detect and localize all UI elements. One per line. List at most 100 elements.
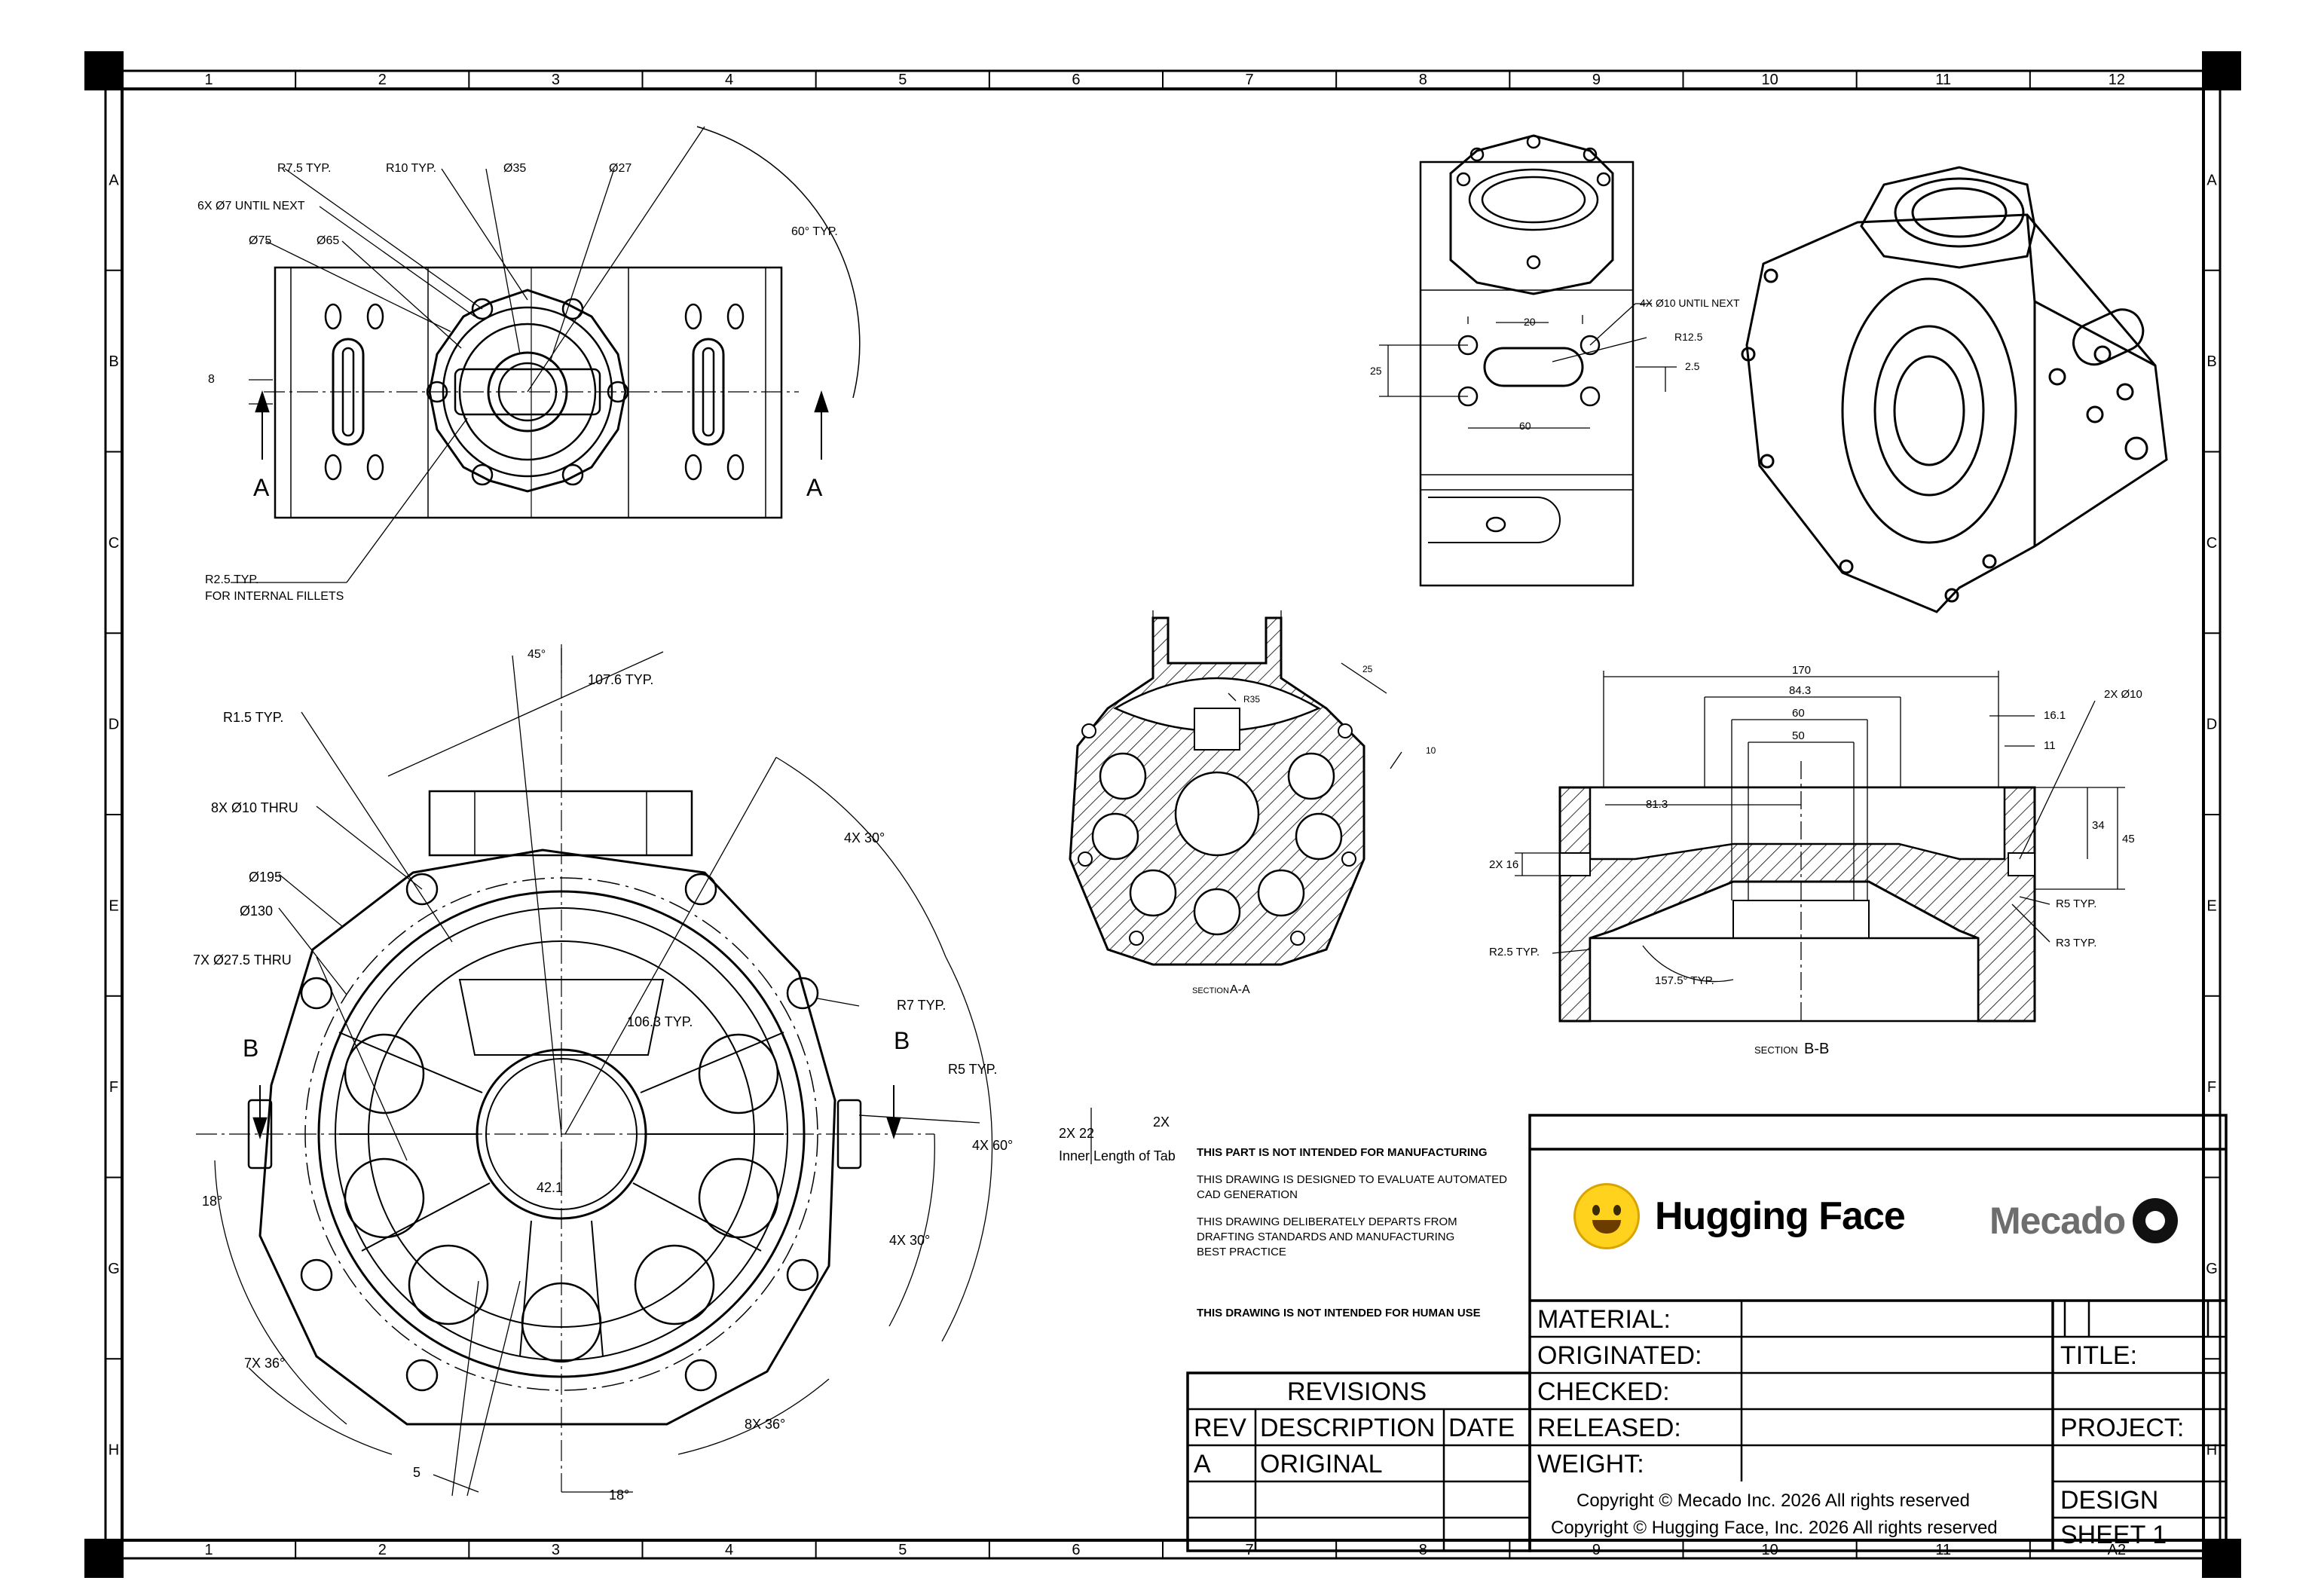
dim-2x-16: 2X 16 (1489, 858, 1518, 871)
dim-20: 20 (1524, 316, 1536, 328)
description-column-header: DESCRIPTION (1260, 1414, 1436, 1442)
section-aa-prefix: SECTION (1192, 986, 1229, 995)
dim-aa-10: 10 (1426, 745, 1436, 756)
dim-16-1: 16.1 (2044, 709, 2066, 722)
dim-4x-dia10: 4X Ø10 UNTIL NEXT (1640, 297, 1740, 309)
dim-34: 34 (2092, 819, 2105, 832)
note-not-for-manufacturing: THIS PART IS NOT INTENDED FOR MANUFACTUR… (1197, 1146, 1488, 1159)
note-not-for-human-use: THIS DRAWING IS NOT INTENDED FOR HUMAN U… (1197, 1307, 1481, 1319)
zone-col-top-6: 6 (1072, 72, 1080, 88)
dim-dia195: Ø195 (249, 870, 282, 885)
zone-row-left-C: C (109, 535, 119, 552)
zone-ticks (106, 71, 2220, 1558)
zone-col-top-7: 7 (1246, 72, 1254, 88)
zone-row-right-G: G (2206, 1261, 2218, 1277)
zone-col-bottom-3: 3 (552, 1542, 560, 1558)
top-view (231, 126, 861, 583)
dim-r12-5: R12.5 (1674, 331, 1703, 343)
dim-4x-60deg: 4X 60° (972, 1138, 1013, 1153)
zone-col-top-12: 12 (2109, 72, 2125, 88)
dim-42-1: 42.1 (537, 1180, 563, 1195)
dim-60: 60 (1519, 420, 1531, 432)
dim-106-3: 106.3 TYP. (627, 1014, 693, 1029)
label-project: PROJECT: (2060, 1414, 2185, 1442)
label-title: TITLE: (2060, 1341, 2138, 1370)
dim-dia27: Ø27 (609, 162, 632, 175)
zone-col-top-3: 3 (552, 72, 560, 88)
copyright-mecado: Copyright © Mecado Inc. 2026 All rights … (1576, 1491, 1970, 1511)
section-bb (1515, 671, 2125, 1025)
note-departs-standards: THIS DRAWING DELIBERATELY DEPARTS FROM D… (1197, 1215, 1457, 1258)
zone-row-right-B: B (2206, 353, 2216, 370)
dim-r7: R7 TYP. (897, 998, 946, 1013)
dim-18deg-left: 18° (202, 1194, 222, 1209)
dim-157-5: 157.5° TYP. (1655, 974, 1714, 987)
zone-col-top-4: 4 (725, 72, 733, 88)
dim-r5-bb: R5 TYP. (2056, 897, 2096, 910)
dim-4x-30deg-upper: 4X 30° (844, 830, 885, 845)
label-checked: CHECKED: (1537, 1377, 1670, 1406)
zone-col-bottom-4: 4 (725, 1542, 733, 1558)
dim-107-6: 107.6 TYP. (588, 672, 653, 687)
zone-row-right-E: E (2206, 897, 2216, 914)
dim-6x-dia7: 6X Ø7 UNTIL NEXT (197, 200, 305, 212)
dim-4x-30deg-lower: 4X 30° (889, 1233, 930, 1248)
mecado-logo: Mecado (1989, 1198, 2179, 1243)
zone-row-left-H: H (109, 1442, 119, 1459)
dim-2x-dia10: 2X Ø10 (2104, 688, 2142, 701)
dim-aa-25: 25 (1362, 664, 1373, 674)
dim-18deg-bottom: 18° (609, 1487, 629, 1503)
zone-col-top-10: 10 (1761, 72, 1778, 88)
dim-r2-5-bb: R2.5 TYP. (1489, 946, 1540, 959)
section-marker-a-right: A (806, 474, 823, 501)
dim-r35: R35 (1243, 694, 1260, 705)
dim-r7-5: R7.5 TYP. (277, 162, 331, 175)
dim-inner-length-of-tab: Inner Length of Tab (1059, 1148, 1176, 1163)
rev-a-description: ORIGINAL (1260, 1450, 1383, 1478)
dim-r10: R10 TYP. (386, 162, 436, 175)
dim-81-3: 81.3 (1646, 798, 1668, 811)
zone-col-top-5: 5 (898, 72, 907, 88)
zone-row-right-F: F (2207, 1079, 2216, 1096)
hugging-face-wordmark: Hugging Face (1655, 1194, 1906, 1238)
mecado-ring-icon (2133, 1198, 2179, 1243)
dim-25: 25 (1370, 365, 1382, 377)
dim-r5: R5 TYP. (948, 1062, 997, 1077)
dim-dia65: Ø65 (317, 234, 339, 247)
section-bb-label: B-B (1804, 1041, 1829, 1057)
zone-row-left-G: G (108, 1261, 120, 1277)
revisions-header: REVISIONS (1287, 1377, 1427, 1406)
section-aa (1069, 610, 1402, 966)
zone-row-left-F: F (109, 1079, 118, 1096)
dim-60deg: 60° TYP. (791, 225, 838, 238)
note-evaluate-cad: THIS DRAWING IS DESIGNED TO EVALUATE AUT… (1197, 1173, 1508, 1201)
zone-col-top-1: 1 (205, 72, 213, 88)
zone-col-bottom-6: 6 (1072, 1542, 1080, 1558)
dim-170: 170 (1792, 664, 1811, 677)
rev-column-header: REV (1194, 1414, 1246, 1442)
dim-2x-22: 2X 22 (1059, 1126, 1094, 1141)
dim-5: 5 (413, 1465, 420, 1480)
zone-col-top-2: 2 (378, 72, 387, 88)
label-weight: WEIGHT: (1537, 1450, 1644, 1478)
zone-col-top-11: 11 (1935, 72, 1951, 88)
dim-dia75: Ø75 (249, 234, 271, 247)
dim-dia35: Ø35 (503, 162, 526, 175)
zone-row-right-C: C (2206, 535, 2217, 552)
zone-row-right-A: A (2206, 172, 2217, 188)
label-sheet: SHEET 1 (2060, 1521, 2167, 1549)
zone-row-right-D: D (2206, 717, 2217, 733)
zone-col-top-8: 8 (1419, 72, 1427, 88)
dim-r3: R3 TYP. (2056, 937, 2096, 949)
dim-2-5: 2.5 (1685, 360, 1700, 372)
side-view (1379, 134, 1677, 587)
dim-8x-36deg: 8X 36° (745, 1417, 785, 1432)
zone-col-top-9: 9 (1592, 72, 1601, 88)
label-originated: ORIGINATED: (1537, 1341, 1702, 1370)
corner-marks (84, 51, 2241, 1578)
zone-row-left-A: A (109, 172, 119, 188)
hugging-face-logo: Hugging Face (1573, 1183, 1906, 1249)
dim-45deg: 45° (528, 648, 546, 661)
